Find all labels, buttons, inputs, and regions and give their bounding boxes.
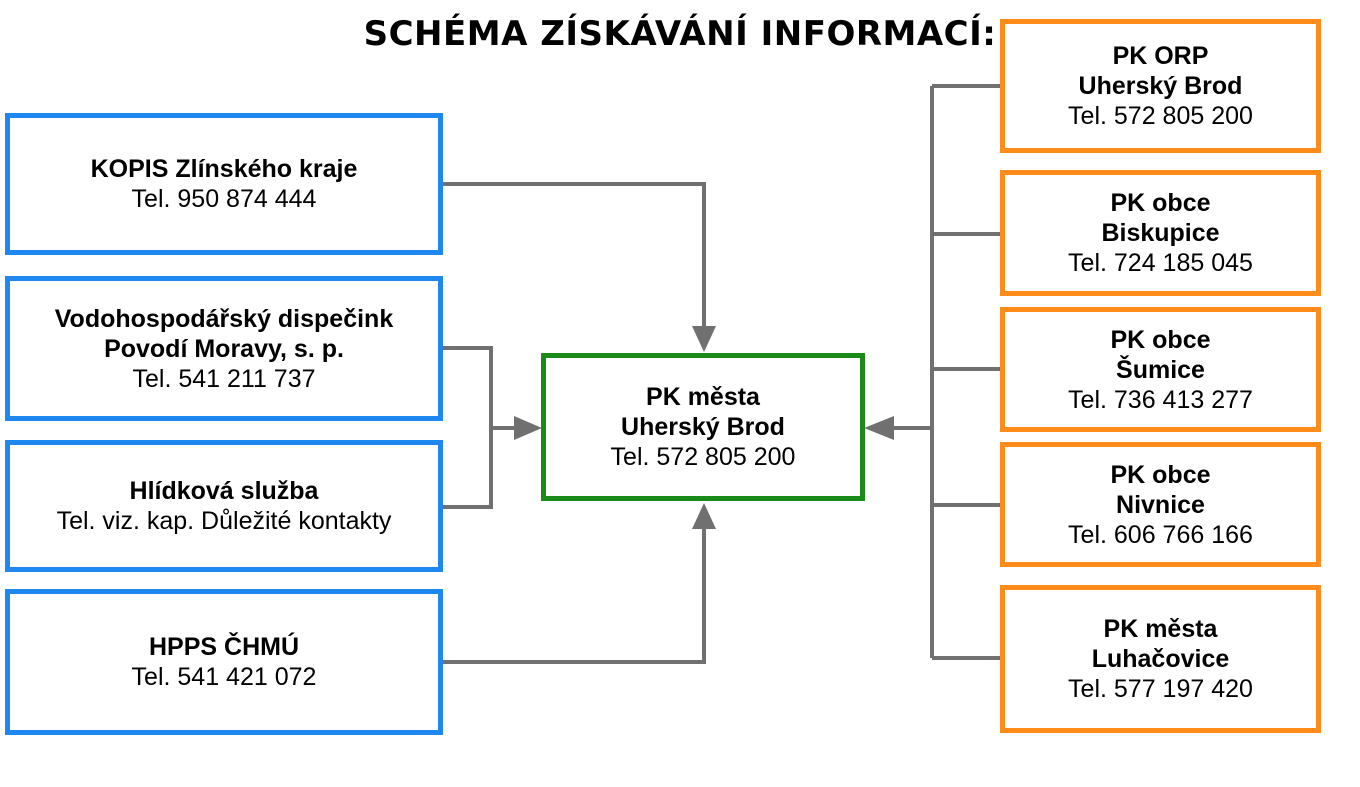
source-phone: Tel. 541 211 737 (132, 364, 316, 393)
arrowhead-left (514, 416, 542, 440)
source-phone: Tel. 572 805 200 (1068, 102, 1253, 130)
source-subname: Nivnice (1116, 490, 1205, 519)
source-name: HPPS ČHMÚ (148, 633, 299, 661)
source-name: PK města (1103, 615, 1218, 643)
source-box-orp-uhersky-brod: PK ORP Uherský Brod Tel. 572 805 200 (1000, 19, 1321, 153)
source-phone: Tel. 736 413 277 (1068, 385, 1253, 414)
connector-vodo (442, 346, 493, 509)
diagram-title: SCHÉMA ZÍSKÁVÁNÍ INFORMACÍ: (363, 14, 997, 54)
arrowhead-right (864, 416, 894, 440)
connector-hpps (442, 525, 706, 664)
source-subname: Šumice (1116, 355, 1205, 384)
source-phone: Tel. 577 197 420 (1068, 675, 1253, 703)
source-subname: Uherský Brod (1078, 72, 1243, 100)
source-phone: Tel. viz. kap. Důležité kontakty (56, 507, 392, 535)
source-phone: Tel. 950 874 444 (131, 185, 317, 213)
source-box-vodohospodarsky: Vodohospodářský dispečink Povodí Moravy,… (5, 276, 443, 421)
source-box-hpps: HPPS ČHMÚ Tel. 541 421 072 (5, 589, 443, 735)
source-name: KOPIS Zlínského kraje (90, 155, 358, 183)
center-subname: Uherský Brod (621, 413, 785, 441)
source-phone: Tel. 606 766 166 (1068, 520, 1253, 549)
source-box-biskupice: PK obce Biskupice Tel. 724 185 045 (1000, 170, 1321, 296)
center-phone: Tel. 572 805 200 (610, 443, 796, 471)
center-box-uhersky-brod: PK města Uherský Brod Tel. 572 805 200 (541, 353, 865, 501)
source-name: PK obce (1110, 189, 1211, 217)
center-name: PK města (646, 383, 760, 411)
arrowhead-bottom (692, 503, 716, 529)
source-subname: Biskupice (1101, 219, 1220, 247)
source-name: PK obce (1110, 460, 1211, 489)
source-phone: Tel. 724 185 045 (1068, 249, 1253, 277)
source-name: Vodohospodářský dispečink (54, 304, 394, 333)
source-phone: Tel. 541 421 072 (131, 663, 317, 691)
arrowhead-top (692, 326, 716, 352)
source-box-luhacovice: PK města Luhačovice Tel. 577 197 420 (1000, 585, 1321, 733)
source-box-kopis: KOPIS Zlínského kraje Tel. 950 874 444 (5, 113, 443, 255)
source-name: PK ORP (1112, 42, 1209, 70)
source-box-sumice: PK obce Šumice Tel. 736 413 277 (1000, 307, 1321, 432)
source-box-nivnice: PK obce Nivnice Tel. 606 766 166 (1000, 442, 1321, 567)
source-subname: Luhačovice (1091, 645, 1230, 673)
connector-kopis (442, 182, 706, 330)
source-box-hlidkova: Hlídková služba Tel. viz. kap. Důležité … (5, 440, 443, 572)
source-subname: Povodí Moravy, s. p. (104, 334, 344, 363)
source-name: Hlídková služba (129, 477, 319, 505)
source-name: PK obce (1110, 325, 1211, 354)
